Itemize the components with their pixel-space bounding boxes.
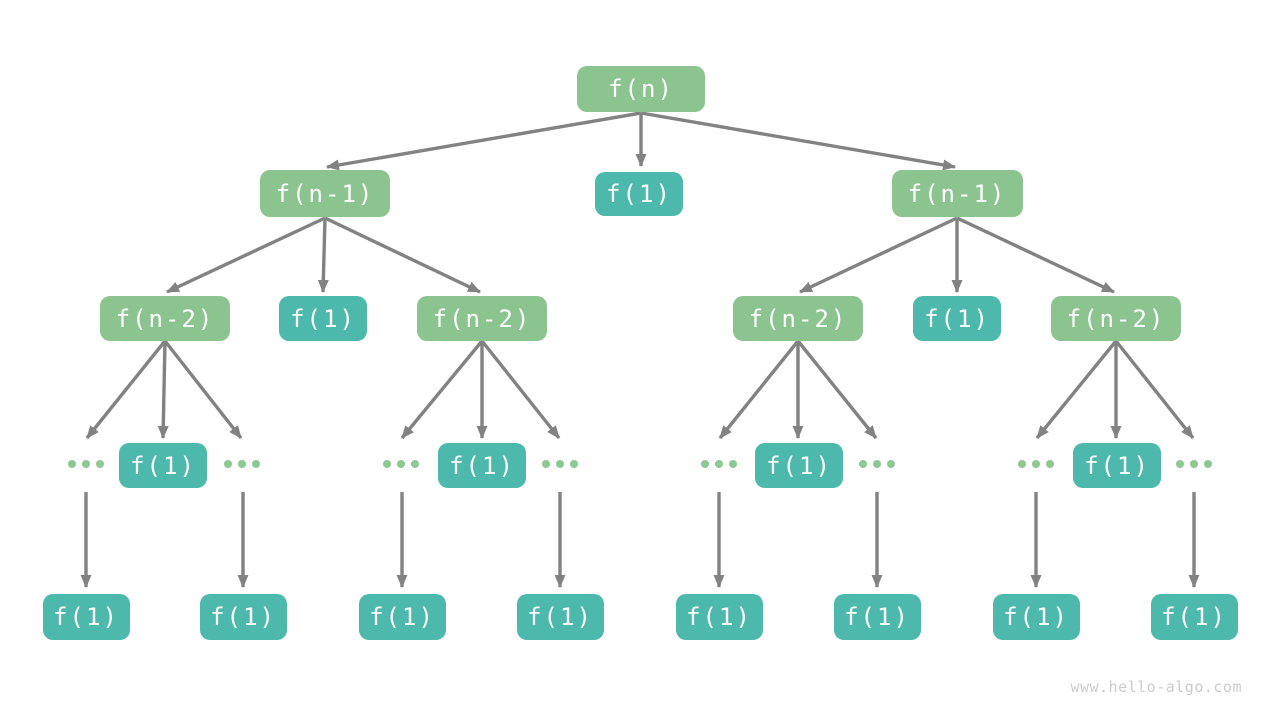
ellipsis-dot (556, 460, 564, 468)
ellipsis-dot (411, 460, 419, 468)
edge-arrow (1114, 339, 1195, 440)
tree-node-f-n-2: f(n-2) (100, 296, 230, 341)
edge-arrow (956, 216, 1115, 294)
ellipsis-dot (859, 460, 867, 468)
edge-arrow (85, 339, 167, 440)
ellipsis-dot (1204, 460, 1212, 468)
ellipsis-dot (873, 460, 881, 468)
edge-arrow (1035, 339, 1118, 440)
tree-node-f-1: f(1) (913, 296, 1001, 341)
ellipsis-dot (1176, 460, 1184, 468)
tree-node-f-1: f(1) (833, 594, 921, 640)
tree-node-f-1: f(1) (1073, 443, 1161, 488)
tree-node-f-n-2: f(n-2) (733, 296, 863, 341)
ellipsis-dot (570, 460, 578, 468)
ellipsis-node (859, 460, 895, 468)
tree-node-f-1: f(1) (119, 443, 207, 488)
ellipsis-node (383, 460, 419, 468)
tree-node-f-1: f(1) (595, 172, 683, 216)
ellipsis-dot (1018, 460, 1026, 468)
edge-arrow (326, 111, 642, 171)
ellipsis-node (1176, 460, 1212, 468)
edge-arrow (480, 339, 561, 440)
watermark: www.hello-algo.com (1070, 678, 1242, 696)
ellipsis-dot (715, 460, 723, 468)
ellipsis-dot (887, 460, 895, 468)
edge-arrow (163, 339, 243, 440)
ellipsis-dot (383, 460, 391, 468)
tree-node-f-1: f(1) (199, 594, 287, 640)
edge-arrow (799, 216, 958, 294)
ellipsis-node (1018, 460, 1054, 468)
tree-node-f-1: f(1) (438, 443, 526, 488)
edge-arrow (324, 216, 481, 294)
ellipsis-node (68, 460, 104, 468)
edge-arrow (157, 340, 169, 439)
tree-node-f-1: f(1) (42, 594, 130, 640)
ellipsis-node (224, 460, 260, 468)
ellipsis-dot (701, 460, 709, 468)
tree-node-f-1: f(1) (279, 296, 367, 341)
edge-arrow (166, 216, 326, 294)
tree-node-f-1: f(1) (755, 443, 843, 488)
ellipsis-node (542, 460, 578, 468)
ellipsis-node (701, 460, 737, 468)
ellipsis-dot (238, 460, 246, 468)
edge-arrow (718, 339, 800, 440)
tree-node-f-n-1: f(n-1) (891, 170, 1023, 217)
ellipsis-dot (729, 460, 737, 468)
tree-node-f-1: f(1) (992, 594, 1080, 640)
edge-arrow (400, 339, 484, 440)
edge-arrow (640, 111, 956, 171)
ellipsis-dot (252, 460, 260, 468)
ellipsis-dot (542, 460, 550, 468)
tree-node-f-1: f(1) (358, 594, 446, 640)
tree-node-f-1: f(1) (1150, 594, 1238, 640)
ellipsis-dot (1190, 460, 1198, 468)
edge-arrow (317, 217, 329, 293)
ellipsis-dot (1032, 460, 1040, 468)
edge-arrow (796, 339, 878, 440)
ellipsis-dot (224, 460, 232, 468)
tree-node-f-n-1: f(n-1) (260, 170, 390, 217)
tree-node-f-n: f(n) (577, 66, 705, 112)
tree-node-f-1: f(1) (516, 594, 604, 640)
tree-node-f-n-2: f(n-2) (1051, 296, 1181, 341)
tree-node-f-1: f(1) (675, 594, 763, 640)
ellipsis-dot (68, 460, 76, 468)
tree-node-f-n-2: f(n-2) (417, 296, 547, 341)
ellipsis-dot (1046, 460, 1054, 468)
ellipsis-dot (96, 460, 104, 468)
ellipsis-dot (82, 460, 90, 468)
ellipsis-dot (397, 460, 405, 468)
